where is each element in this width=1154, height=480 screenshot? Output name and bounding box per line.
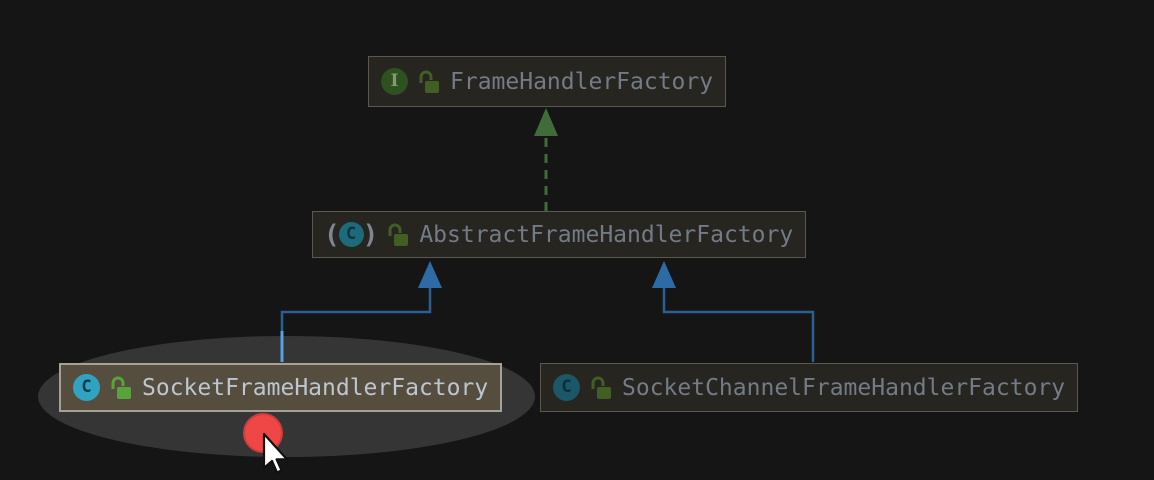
class-icon: C xyxy=(73,374,100,401)
interface-icon: I xyxy=(381,68,408,95)
node-label: SocketChannelFrameHandlerFactory xyxy=(622,374,1066,401)
node-label: FrameHandlerFactory xyxy=(450,68,714,95)
node-label: AbstractFrameHandlerFactory xyxy=(419,221,794,248)
unlocked-icon xyxy=(388,223,409,246)
unlocked-icon xyxy=(419,70,439,93)
node-abstract-frame-handler-factory[interactable]: ( C ) AbstractFrameHandlerFactory xyxy=(312,211,807,258)
unlocked-icon xyxy=(591,376,611,399)
edge-extends-right xyxy=(652,261,815,362)
mouse-cursor-icon xyxy=(262,432,288,474)
abstract-paren-close: ) xyxy=(362,219,379,250)
node-frame-handler-factory[interactable]: I FrameHandlerFactory xyxy=(368,56,727,107)
class-icon: C xyxy=(553,374,580,401)
unlocked-icon xyxy=(111,376,131,399)
edge-implements xyxy=(534,108,558,211)
node-socket-channel-frame-handler-factory[interactable]: C SocketChannelFrameHandlerFactory xyxy=(540,363,1079,412)
node-socket-frame-handler-factory[interactable]: C SocketFrameHandlerFactory xyxy=(59,363,503,412)
class-letter: C xyxy=(338,222,364,247)
edge-extends-left xyxy=(280,261,442,362)
abstract-paren-open: ( xyxy=(324,219,340,250)
node-label: SocketFrameHandlerFactory xyxy=(142,374,489,401)
abstract-class-icon: ( C ) xyxy=(324,219,379,250)
